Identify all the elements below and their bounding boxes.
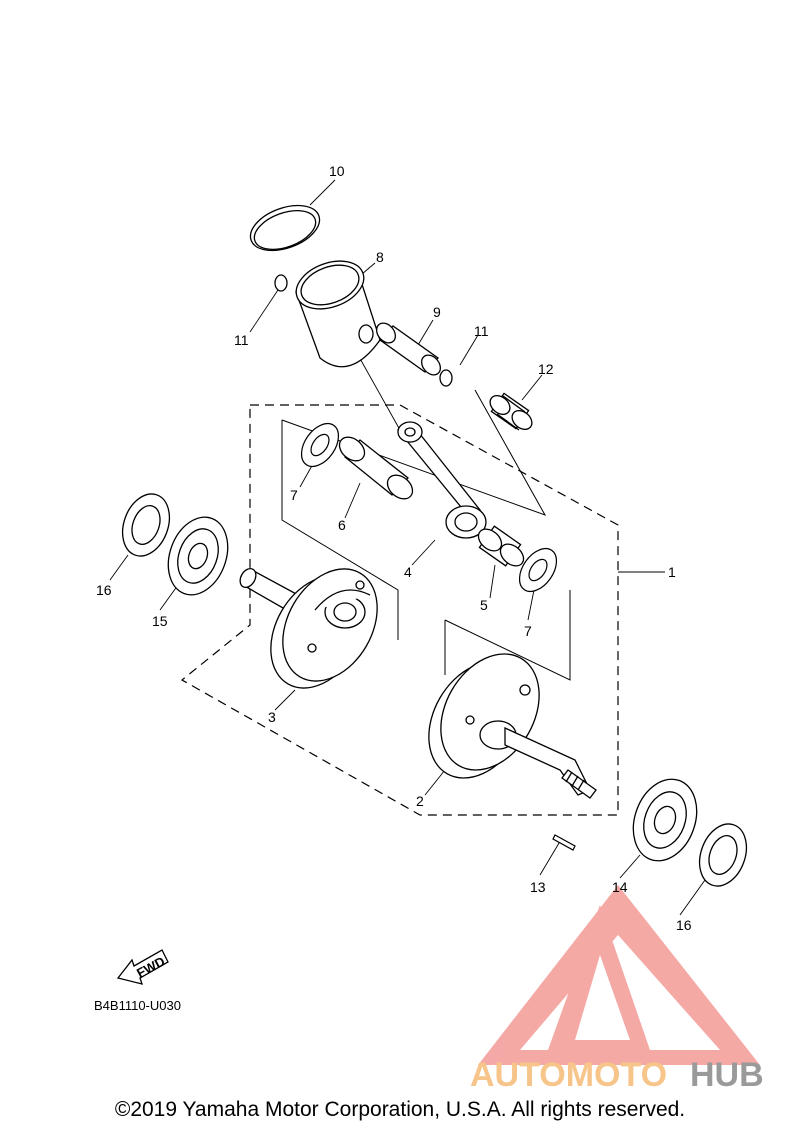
watermark-logo (478, 885, 760, 1065)
piston-pin-part (375, 322, 442, 376)
callout-13: 13 (530, 879, 546, 895)
callout-16b: 16 (676, 917, 692, 933)
diagram-code: B4B1110-U030 (94, 998, 181, 1013)
callout-3: 3 (268, 709, 276, 725)
leader-lines (109, 179, 706, 916)
callout-11b: 11 (474, 323, 489, 339)
crankshaft-left-part (239, 568, 378, 689)
piston-part (295, 260, 381, 368)
small-end-bearing-part (489, 392, 533, 431)
watermark-text-part2: HUB (690, 1056, 764, 1094)
crankshaft-right-part (428, 653, 597, 799)
callout-10: 10 (329, 163, 345, 179)
copyright-notice: ©2019 Yamaha Motor Corporation, U.S.A. A… (114, 1098, 686, 1121)
callout-2: 2 (416, 793, 424, 809)
callout-9: 9 (433, 304, 441, 320)
fwd-arrow-icon: FWD (116, 949, 169, 985)
callout-labels: 1 2 3 4 5 6 7 7 8 9 10 11 11 12 13 14 15… (96, 163, 692, 933)
big-end-bearing-part (477, 525, 525, 567)
fwd-label: FWD (134, 954, 167, 981)
piston-ring-part (249, 204, 321, 252)
callout-14: 14 (612, 879, 628, 895)
callout-6: 6 (338, 517, 346, 533)
callout-1: 1 (668, 564, 676, 580)
watermark-text-part1: AUTOMOTO (470, 1056, 667, 1094)
thrust-washer-part (300, 422, 558, 593)
callout-7a: 7 (290, 487, 298, 503)
callout-7b: 7 (524, 623, 532, 639)
crank-pin-part (338, 436, 414, 500)
assembly-outline (180, 404, 619, 816)
callout-4: 4 (404, 564, 412, 580)
callout-16a: 16 (96, 582, 112, 598)
watermark-text: AUTOMOTO HUB (470, 1056, 764, 1094)
callout-8: 8 (376, 249, 384, 265)
connecting-rod-part (396, 421, 487, 539)
callout-11a: 11 (234, 332, 249, 348)
oil-seal-part (121, 493, 748, 887)
callout-15: 15 (152, 613, 168, 629)
woodruff-key-part (552, 834, 576, 851)
piston-clip-part (274, 274, 453, 387)
crank-bearing-part (167, 516, 698, 862)
callout-12: 12 (538, 361, 554, 377)
callout-5: 5 (480, 597, 488, 613)
